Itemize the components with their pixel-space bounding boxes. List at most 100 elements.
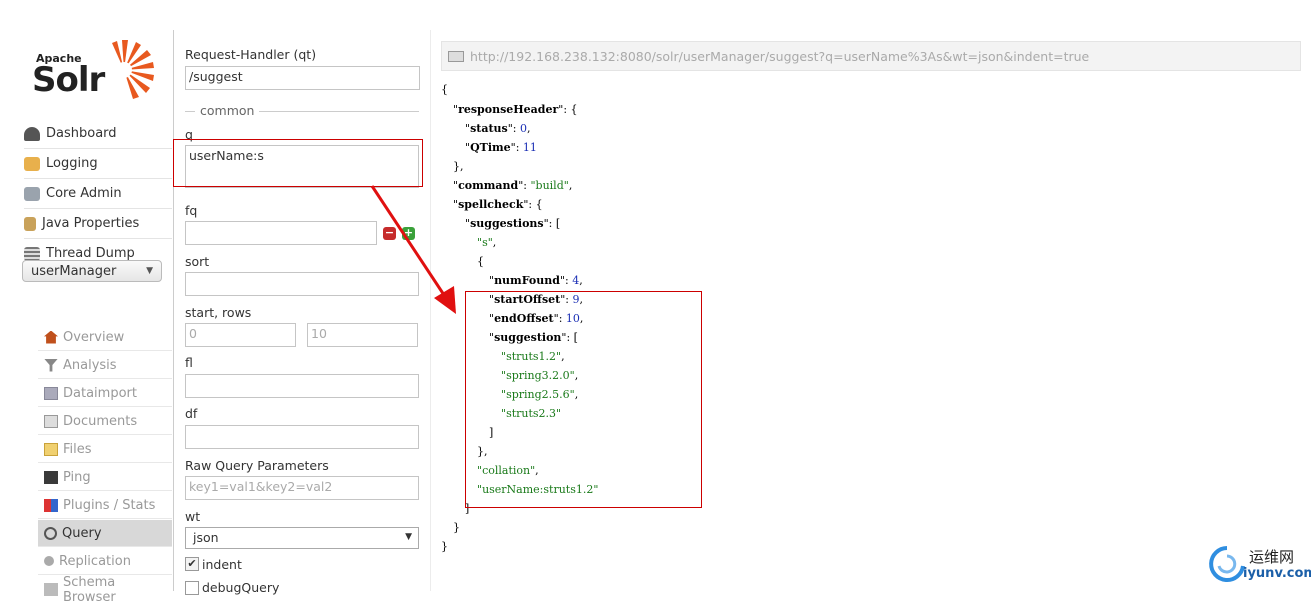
request-handler-label: Request-Handler (qt) — [185, 47, 317, 62]
json-line: } — [441, 540, 448, 553]
watermark-logo: 运维网 iyunv.com — [1207, 542, 1311, 587]
core-selector[interactable]: userManager ▼ — [22, 260, 162, 282]
json-line: ] — [465, 502, 470, 515]
request-url-text: http://192.168.238.132:8080/solr/userMan… — [470, 48, 1090, 64]
core-menu-plugins-stats[interactable]: Plugins / Stats — [38, 492, 172, 519]
suggestion-item: spring2.5.6 — [506, 388, 570, 401]
annotation-arrow-icon — [370, 185, 456, 314]
core-menu-files[interactable]: Files — [38, 436, 172, 463]
common-divider-right — [259, 111, 419, 112]
sort-label: sort — [185, 254, 210, 269]
start-rows-label: start, rows — [185, 305, 252, 320]
collation-key: collation — [482, 464, 531, 477]
fl-label: fl — [185, 355, 193, 370]
json-line: "suggestion": [ — [489, 331, 578, 344]
documents-icon — [44, 414, 58, 428]
folder-icon — [44, 442, 58, 456]
core-menu-analysis[interactable]: Analysis — [38, 352, 172, 379]
nav-label: Core Admin — [46, 186, 122, 201]
wt-value: json — [193, 530, 219, 545]
json-line: "command": "build", — [453, 179, 573, 192]
raw-query-input[interactable]: key1=val1&key2=val2 — [185, 476, 419, 500]
q-value: userName:s — [189, 148, 264, 163]
raw-query-label: Raw Query Parameters — [185, 458, 329, 473]
q-label: q — [185, 127, 193, 142]
request-url-bar[interactable]: http://192.168.238.132:8080/solr/userMan… — [441, 41, 1301, 71]
watermark-chinese: 运维网 — [1249, 548, 1295, 566]
indent-checkbox[interactable]: ✔ — [185, 557, 199, 571]
dataimport-icon — [44, 386, 58, 400]
fl-input[interactable] — [185, 374, 419, 398]
wt-select[interactable]: json ▼ — [185, 527, 419, 549]
magnifier-icon — [44, 526, 57, 540]
core-menu-overview[interactable]: Overview — [38, 324, 172, 351]
nav-label: Java Properties — [42, 216, 140, 231]
suggestion-item: spring3.2.0 — [506, 369, 570, 382]
watermark-domain: iyunv.com — [1243, 566, 1311, 581]
sort-input[interactable] — [185, 272, 419, 296]
json-line: "struts1.2", — [501, 350, 565, 363]
nav-thread-dump[interactable]: Thread Dump — [24, 239, 172, 268]
chevron-down-icon: ▼ — [405, 532, 412, 542]
json-line: { — [441, 83, 448, 96]
json-line: "responseHeader": { — [453, 103, 578, 116]
df-input[interactable] — [185, 425, 419, 449]
chevron-down-icon: ▼ — [146, 266, 153, 276]
form-divider — [430, 30, 431, 591]
core-menu-dataimport[interactable]: Dataimport — [38, 380, 172, 407]
endoffset-value: 10 — [565, 312, 580, 325]
debugquery-label: debugQuery — [202, 580, 280, 595]
q-textarea[interactable]: userName:s — [185, 145, 419, 188]
suggestion-word: s — [482, 236, 488, 249]
nav-java-properties[interactable]: Java Properties — [24, 209, 172, 239]
json-line: }, — [453, 160, 464, 173]
fq-label: fq — [185, 203, 198, 218]
json-line: "startOffset": 9, — [489, 293, 583, 306]
json-line: } — [453, 521, 460, 534]
debugquery-checkbox[interactable] — [185, 581, 199, 595]
core-menu-query[interactable]: Query — [38, 520, 172, 547]
suggestion-item: struts2.3 — [506, 407, 557, 420]
core-menu-label: Dataimport — [63, 385, 137, 401]
apache-text: Apache — [36, 52, 82, 65]
start-input[interactable]: 0 — [185, 323, 296, 347]
json-line: "collation", — [477, 464, 539, 477]
ping-icon — [44, 470, 58, 484]
nav-logging[interactable]: Logging — [24, 149, 172, 179]
solr-logo[interactable]: Apache Solr — [32, 38, 157, 100]
core-menu-documents[interactable]: Documents — [38, 408, 172, 435]
core-menu-label: Plugins / Stats — [63, 497, 156, 513]
rows-input[interactable]: 10 — [307, 323, 418, 347]
fq-input[interactable] — [185, 221, 377, 245]
request-handler-input[interactable]: /suggest — [185, 66, 420, 90]
core-menu-label: Ping — [63, 469, 91, 485]
indent-label: indent — [202, 557, 242, 572]
solr-text: Solr — [32, 60, 105, 100]
collation-value: userName:struts1.2 — [482, 483, 594, 496]
nav-label: Dashboard — [46, 126, 117, 141]
core-menu-replication[interactable]: Replication — [38, 548, 172, 575]
q-highlight-box — [173, 139, 423, 187]
core-menu-ping[interactable]: Ping — [38, 464, 172, 491]
json-line: "endOffset": 10, — [489, 312, 584, 325]
nav-label: Logging — [46, 156, 98, 171]
core-menu-label: Analysis — [63, 357, 117, 373]
startoffset-value: 9 — [572, 293, 580, 306]
filter-icon — [44, 358, 58, 372]
nav-core-admin[interactable]: Core Admin — [24, 179, 172, 209]
nav-dashboard[interactable]: Dashboard — [24, 119, 172, 149]
suggestion-item: struts1.2 — [506, 350, 557, 363]
command-value: build — [535, 179, 564, 192]
json-line: "s", — [477, 236, 497, 249]
json-line: "spring2.5.6", — [501, 388, 579, 401]
df-label: df — [185, 406, 198, 421]
nav-label: Thread Dump — [46, 246, 135, 261]
json-line: ] — [489, 426, 494, 439]
core-menu-label: Replication — [59, 553, 131, 569]
section-common-label: common — [200, 103, 255, 118]
core-menu-label: Query — [62, 525, 102, 541]
core-menu-schema-browser[interactable]: Schema Browser — [38, 574, 172, 605]
core-menu-label: Schema Browser — [63, 574, 116, 605]
core-menu-label: Overview — [63, 329, 125, 345]
remove-fq-button[interactable]: − — [383, 226, 396, 240]
